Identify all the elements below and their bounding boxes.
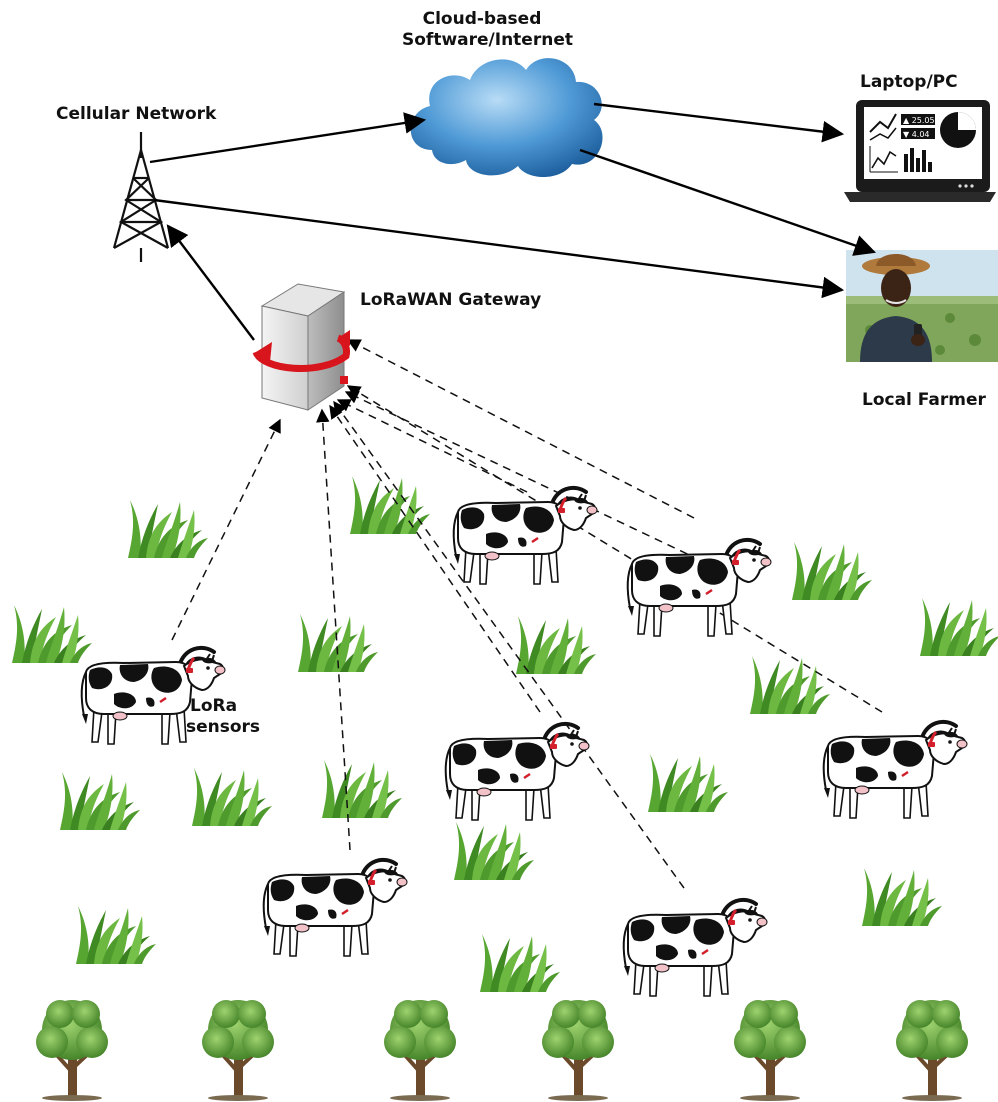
cow-icon bbox=[621, 897, 769, 998]
cloud-label-line1: Cloud-based bbox=[422, 9, 542, 29]
grass-icon bbox=[12, 605, 92, 663]
laptop-icon: ▲ 25.05 ▼ 4.04 bbox=[844, 100, 996, 202]
grass-icon bbox=[454, 822, 534, 880]
cow-icon bbox=[821, 719, 969, 820]
tree-icon bbox=[200, 998, 276, 1102]
link-cow-3 bbox=[329, 404, 541, 713]
cellular-network-label: Cellular Network bbox=[56, 104, 217, 124]
cell-tower-icon bbox=[112, 132, 170, 262]
grass-icon bbox=[60, 772, 140, 830]
tree-icon bbox=[540, 998, 616, 1102]
cow-icon bbox=[443, 721, 591, 822]
cloud-label-line2: Software/Internet bbox=[402, 30, 573, 50]
tree-row bbox=[34, 998, 970, 1102]
link-cow-6 bbox=[344, 391, 701, 561]
link-tower-to-farmer bbox=[153, 198, 845, 299]
cow-icon bbox=[625, 537, 773, 638]
cloud-icon bbox=[410, 58, 603, 177]
grass-icon bbox=[516, 616, 596, 674]
grass-icon bbox=[350, 476, 430, 534]
laptop-label: Laptop/PC bbox=[860, 72, 958, 92]
lora-sensors-line1: LoRa bbox=[190, 696, 238, 716]
link-cow-4 bbox=[333, 400, 685, 889]
tree-icon bbox=[894, 998, 970, 1102]
link-tower-to-cloud bbox=[149, 112, 427, 164]
grass-icon bbox=[480, 934, 560, 992]
laptop-readout-up: ▲ 25.05 bbox=[903, 116, 935, 125]
grass-icon bbox=[648, 754, 728, 812]
grass-icon bbox=[322, 760, 402, 818]
grass-icon bbox=[192, 768, 272, 826]
tree-icon bbox=[382, 998, 458, 1102]
network-links bbox=[149, 102, 877, 341]
link-gateway-to-tower bbox=[166, 224, 255, 341]
grass-icon bbox=[792, 542, 872, 600]
local-farmer-label: Local Farmer bbox=[862, 390, 986, 410]
tree-icon bbox=[34, 998, 110, 1102]
grass-icon bbox=[862, 868, 942, 926]
link-cow-2 bbox=[316, 408, 351, 851]
link-cloud-to-farmer bbox=[579, 148, 877, 256]
cloud-label: Cloud-based Software/Internet bbox=[402, 9, 573, 51]
laptop-readout-down: ▼ 4.04 bbox=[903, 130, 930, 139]
grass-icon bbox=[920, 598, 998, 656]
lora-sensors-label: LoRa sensors bbox=[186, 696, 260, 738]
sensor-links bbox=[171, 339, 883, 889]
grass-icon bbox=[128, 500, 208, 558]
tree-icon bbox=[732, 998, 808, 1102]
gateway-icon bbox=[252, 283, 350, 411]
lora-sensors-line2: sensors bbox=[186, 717, 261, 737]
link-cow-7 bbox=[346, 385, 883, 713]
link-cow-8 bbox=[346, 339, 695, 519]
gateway-label: LoRaWAN Gateway bbox=[360, 290, 542, 310]
farmer-photo bbox=[846, 250, 998, 362]
cattle-herd bbox=[79, 485, 969, 998]
link-cloud-to-laptop bbox=[593, 102, 845, 143]
grass-icon bbox=[76, 906, 156, 964]
cow-icon bbox=[261, 857, 409, 958]
cow-icon bbox=[451, 485, 599, 586]
grass-icon bbox=[750, 656, 830, 714]
